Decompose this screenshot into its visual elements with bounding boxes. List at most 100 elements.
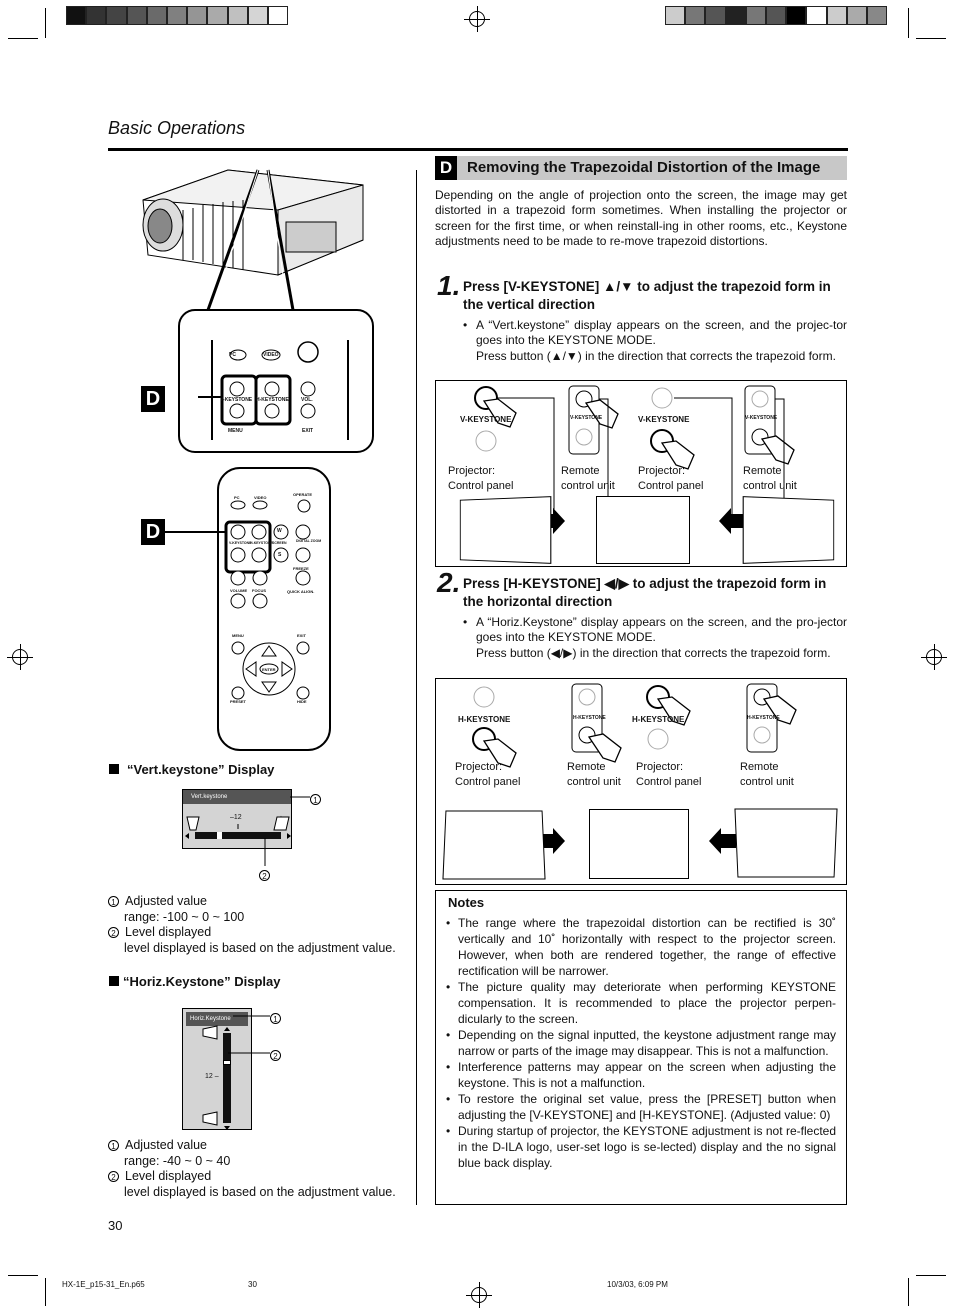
panel-vol-label: VOL. <box>301 397 313 403</box>
s2-hkeystone-4: H-KEYSTONE <box>747 715 780 721</box>
registration-mark-icon <box>921 644 947 670</box>
crop-mark <box>916 38 946 39</box>
note-item: The picture quality may deteriorate when… <box>446 979 836 1027</box>
vert-callout-2-num: 2 <box>259 870 270 881</box>
remote-pc-label: PC <box>234 495 240 500</box>
s1-caption-1: Projector: Control panel <box>448 465 514 492</box>
remote-hide-label: HIDE <box>297 699 307 704</box>
remote-s-label: S <box>278 552 282 558</box>
color-swatch <box>106 6 127 25</box>
section-letter: D <box>435 156 457 180</box>
color-swatch <box>665 6 686 25</box>
step2-bullet2: Press button (◀/▶) in the direction that… <box>476 645 831 660</box>
color-swatch <box>745 6 766 25</box>
crop-mark <box>908 1278 909 1306</box>
s1-distorted-image <box>742 496 835 564</box>
footer-page: 30 <box>248 1280 257 1289</box>
vert-callout-1-num: 1 <box>310 794 321 805</box>
horiz-callout-lines <box>228 1015 270 1054</box>
callout-d-panel: D <box>141 386 165 412</box>
panel-video-label: VIDEO <box>263 352 279 358</box>
color-swatch <box>86 6 107 25</box>
step2-bullet: •A “Horiz.Keystone” display appears on t… <box>463 615 847 660</box>
note-item: During startup of projector, the KEYSTON… <box>446 1123 836 1171</box>
color-swatch <box>786 6 807 25</box>
s2-corrected-image <box>589 809 689 879</box>
remote-exit-label: EXIT <box>297 633 306 638</box>
projector-icon <box>142 169 364 276</box>
registration-mark-icon <box>464 6 490 32</box>
remote-preset-label: PRESET <box>230 699 247 704</box>
vert-osd-graphics <box>185 815 291 839</box>
color-swatch <box>207 6 228 25</box>
horiz-legend-1: Adjusted value <box>125 1138 208 1152</box>
step1-heading: Press [V-KEYSTONE] ▲/▼ to adjust the tra… <box>463 279 831 312</box>
section-intro: Depending on the angle of projection ont… <box>435 188 847 248</box>
color-swatch <box>66 6 87 25</box>
vert-display-heading: “Vert.keystone” Display <box>109 762 274 777</box>
remote-vkeystone-label: V-KEYSTONE <box>229 541 252 545</box>
panel-pc-label: PC <box>229 352 236 358</box>
notes-box: Notes The range where the trapezoidal di… <box>435 890 847 1205</box>
color-swatch <box>685 6 706 25</box>
s2-caption-3: Projector: Control panel <box>636 761 702 788</box>
horiz-callout-2: 2 <box>270 1046 287 1064</box>
remote-hkeystone-label: H-KEYSTONE <box>250 541 273 545</box>
step2-heading: Press [H-KEYSTONE] ◀/▶ to adjust the tra… <box>463 576 827 609</box>
vert-legend-2b: level displayed is based on the adjustme… <box>124 940 396 955</box>
note-item: To restore the original set value, press… <box>446 1091 836 1123</box>
panel-menu-label: MENU <box>228 428 243 434</box>
s2-distorted-image <box>442 810 546 880</box>
horiz-legend-2b: level displayed is based on the adjustme… <box>124 1184 396 1199</box>
horiz-display-title: “Horiz.Keystone” Display <box>123 974 281 989</box>
color-swatch <box>187 6 208 25</box>
color-swatch <box>146 6 167 25</box>
note-item: Depending on the signal inputted, the ke… <box>446 1027 836 1059</box>
crop-mark <box>8 1275 38 1276</box>
remote-quick-align-label: QUICK ALIGN. <box>287 589 315 594</box>
page-title: Basic Operations <box>108 118 246 138</box>
color-swatch <box>766 6 787 25</box>
note-item: Interference patterns may appear on the … <box>446 1059 836 1091</box>
s1-vkeystone-1: V-KEYSTONE <box>460 415 512 424</box>
title-rule <box>108 148 848 151</box>
footer-file: HX-1E_p15-31_En.p65 <box>62 1280 145 1289</box>
remote-w-label: W <box>277 528 282 534</box>
horiz-level-indicator <box>223 1060 231 1065</box>
registration-mark-icon <box>7 644 33 670</box>
step1-bullet2: Press button (▲/▼) in the direction that… <box>476 348 836 363</box>
horiz-osd-value: 12 – <box>205 1073 219 1080</box>
horiz-callout-1-num: 1 <box>270 1013 281 1024</box>
color-swatch <box>846 6 867 25</box>
remote-video-label: VIDEO <box>254 495 267 500</box>
crop-mark <box>45 8 46 38</box>
step2-figure: H-KEYSTONE H-KEYSTONE H-KEYSTONE H-KEYST… <box>435 678 847 885</box>
s1-vkeystone-2: V-KEYSTONE <box>570 415 603 421</box>
crop-mark <box>908 8 909 38</box>
s1-corrected-image <box>596 496 690 564</box>
s2-caption-1: Projector: Control panel <box>455 761 521 788</box>
color-swatch <box>167 6 188 25</box>
panel-hkeystone-label: H-KEYSTONE <box>256 397 289 403</box>
horiz-osd-graphics <box>202 1025 231 1130</box>
horiz-legend-2: Level displayed <box>125 1169 212 1183</box>
vert-callout-1: 1 <box>310 790 327 808</box>
horiz-display-heading: “Horiz.Keystone” Display <box>109 974 281 989</box>
vert-osd-value: –12 <box>230 814 242 821</box>
projector-and-remote-illustration <box>142 169 374 751</box>
step2-figure-graphics <box>472 683 797 854</box>
registration-mark-icon <box>466 1282 492 1308</box>
step2-bullet-text: A “Horiz.Keystone” display appears on th… <box>476 615 847 645</box>
crop-mark <box>45 1278 46 1306</box>
callout-d-remote: D <box>141 519 165 545</box>
footer-date: 10/3/03, 6:09 PM <box>607 1280 668 1289</box>
s1-caption-3: Projector: Control panel <box>638 465 704 492</box>
s1-caption-2: Remote control unit <box>561 465 615 492</box>
s2-caption-4: Remote control unit <box>740 761 794 788</box>
step1-number: 1. <box>437 270 461 301</box>
color-swatch <box>247 6 268 25</box>
color-swatch <box>227 6 248 25</box>
horiz-osd-title: Horiz.Keystone <box>186 1012 248 1026</box>
remote-volume-label: VOLUME <box>230 588 248 593</box>
